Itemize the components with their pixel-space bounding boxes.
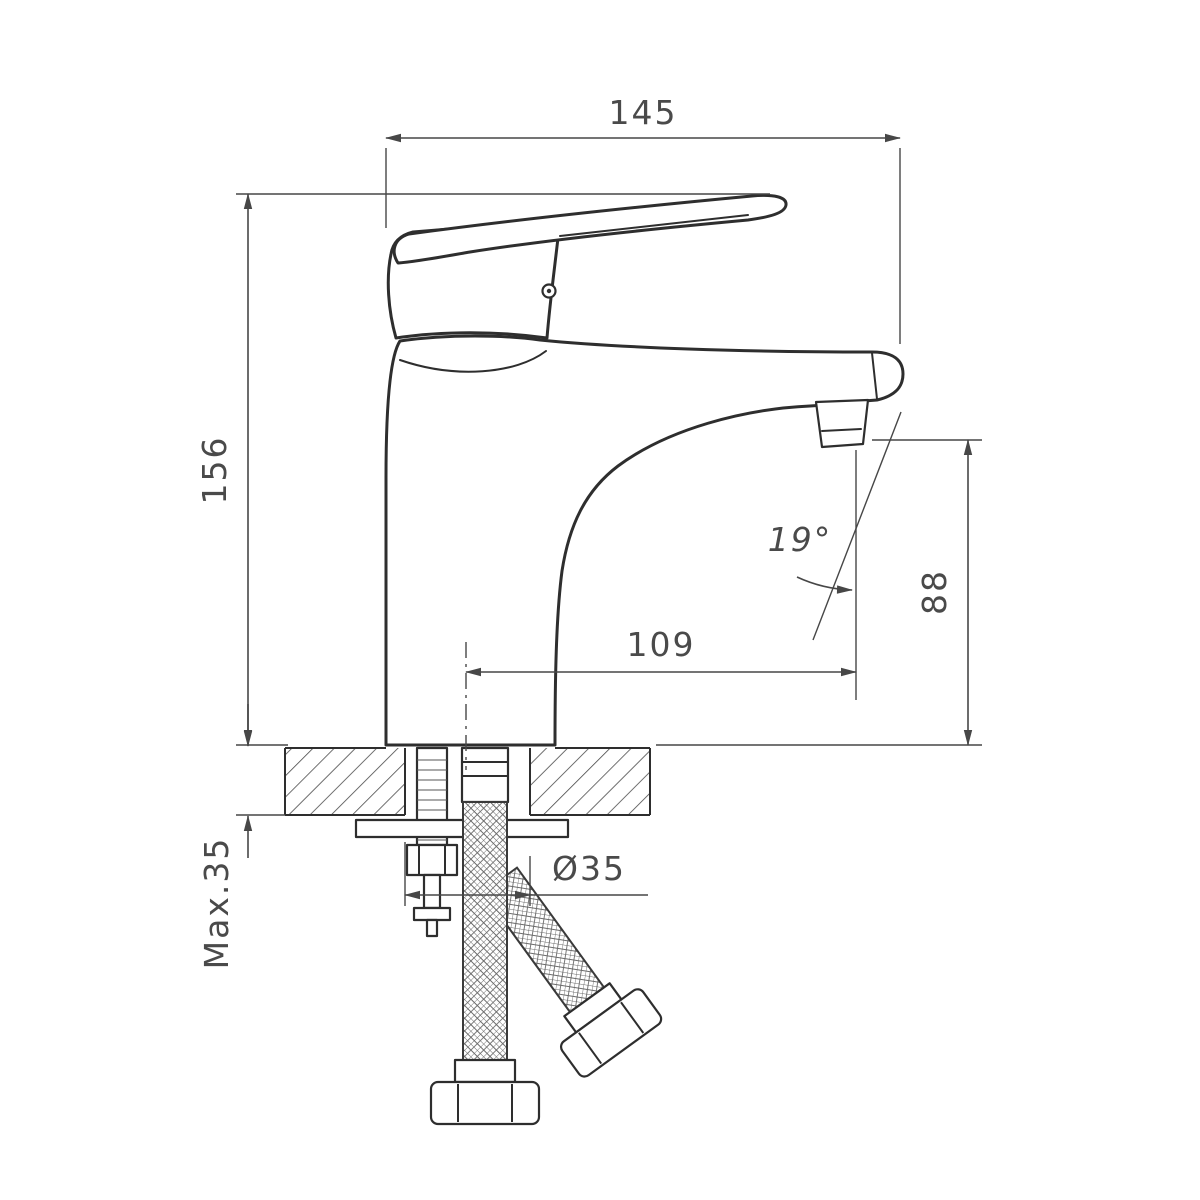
aerator-line (821, 428, 862, 432)
hose-nut-straight-facets (457, 1084, 513, 1122)
straight-supply-hose (429, 746, 541, 1126)
cartridge-cap-center (546, 288, 552, 294)
hose-braid-straight (462, 801, 508, 1061)
faucet-handle (386, 193, 788, 340)
dim-label-height: 156 (195, 436, 234, 505)
deck-hatch-left (285, 748, 405, 815)
stud-foot (412, 906, 452, 922)
hose-nut-angled-facets (578, 1001, 645, 1065)
dim-label-spout-height: 88 (915, 569, 954, 615)
dim-label-deck-thickness: Max.35 (197, 837, 236, 970)
dim-label-angle: 19° (768, 520, 833, 559)
spout-angle-line (812, 411, 902, 641)
body-spout-silhouette (384, 334, 905, 747)
lever (392, 193, 788, 265)
hose-collar-straight (453, 1058, 517, 1084)
dim-label-reach: 109 (627, 625, 696, 664)
deck-outline (284, 747, 651, 816)
aerator (814, 398, 870, 449)
dimension-lines (236, 133, 982, 906)
dim-label-width: 145 (609, 93, 678, 132)
angle-arc (796, 576, 853, 594)
stud-nut (405, 843, 459, 877)
spout-tip-cap-line (871, 352, 878, 400)
lever-edge-line (559, 214, 749, 237)
extension-lines (236, 148, 982, 906)
stud-lower-rod (422, 873, 442, 910)
dim-label-hole-diameter: Ø35 (552, 849, 626, 888)
faucet-body (384, 334, 905, 747)
stud-tip (425, 918, 439, 938)
hose-nut-angled (559, 988, 663, 1078)
hose-nut-straight (429, 1080, 541, 1126)
mounting-stud (405, 746, 459, 938)
dimension-labels: 145 156 88 109 19° Max.35 Ø35 (195, 93, 954, 969)
deck-hatch-right (530, 748, 650, 815)
deck-section (284, 747, 651, 816)
stud-nut-facets (418, 845, 446, 875)
hose-shank-ridges (462, 761, 508, 777)
neck-seam (399, 350, 547, 373)
